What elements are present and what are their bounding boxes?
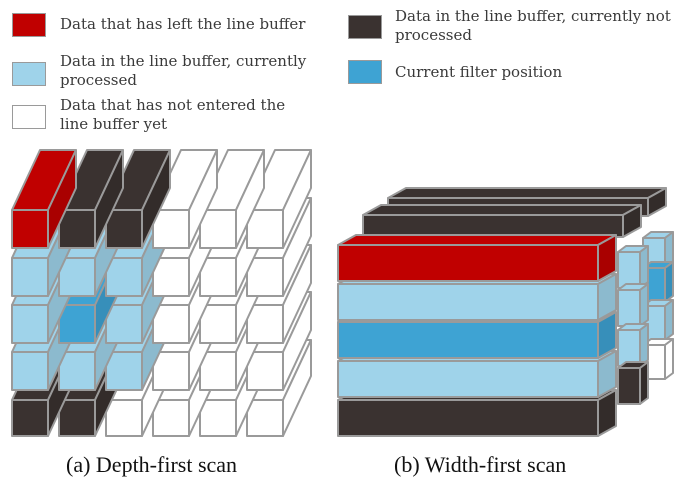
depth-cell-r2-c4-front xyxy=(199,304,237,344)
legend-swatch-blue xyxy=(348,60,382,84)
depth-cell-r2-c5-front xyxy=(246,304,284,344)
depth-cell-r1-c2-front xyxy=(105,257,143,297)
width-right-near-0-side xyxy=(639,245,649,289)
width-front-bar-4-front xyxy=(337,399,599,437)
depth-cell-r3-c3-front xyxy=(152,351,190,391)
width-right-near-3 xyxy=(617,361,649,405)
depth-cell-r1-c1-front xyxy=(58,257,96,297)
width-front-bar-0 xyxy=(337,234,617,282)
legend-swatch-white xyxy=(12,105,46,129)
legend-swatch-dark xyxy=(348,15,382,39)
depth-cell-r3-c1-front xyxy=(58,351,96,391)
depth-cell-r3-c4-front xyxy=(199,351,237,391)
depth-cell-r0-c4 xyxy=(199,149,265,249)
depth-cell-r0-c3-front xyxy=(152,209,190,249)
width-front-bar-2-front xyxy=(337,321,599,359)
depth-cell-r0-c5-front xyxy=(246,209,284,249)
legend-label-in-buffer-not-processed: Data in the line buffer, currently not p… xyxy=(395,7,671,44)
width-right-far-1-side xyxy=(664,261,674,303)
width-back-bar-2 xyxy=(362,204,642,238)
depth-cell-r0-c3 xyxy=(152,149,218,249)
width-right-near-0-front xyxy=(617,251,641,289)
width-right-far-2-side xyxy=(664,299,674,341)
legend-swatch-red xyxy=(12,13,46,37)
depth-first-diagram xyxy=(11,149,312,437)
depth-cell-r2-c0-front xyxy=(11,304,49,344)
depth-cell-r2-c1-front xyxy=(58,304,96,344)
width-front-bar-3-front xyxy=(337,360,599,398)
caption-depth-first: (a) Depth-first scan xyxy=(66,452,238,477)
depth-cell-r0-c2-front xyxy=(105,209,143,249)
legend-swatch-light-blue xyxy=(12,62,46,86)
depth-cell-r1-c0-front xyxy=(11,257,49,297)
caption-width-first: (b) Width-first scan xyxy=(394,452,567,477)
depth-cell-r0-c0-front xyxy=(11,209,49,249)
width-front-bar-0-top xyxy=(337,234,617,246)
width-right-near-2-front xyxy=(617,329,641,367)
width-back-bar-3-top xyxy=(387,187,667,199)
depth-cell-r0-c2 xyxy=(105,149,171,249)
width-right-near-1-side xyxy=(639,283,649,327)
depth-cell-r4-c0-front xyxy=(11,399,49,437)
depth-cell-r4-c2-front xyxy=(105,399,143,437)
depth-cell-r4-c4-front xyxy=(199,399,237,437)
depth-cell-r2-c3-front xyxy=(152,304,190,344)
width-right-near-3-side xyxy=(639,361,649,405)
depth-cell-r3-c0-front xyxy=(11,351,49,391)
width-right-near-0 xyxy=(617,245,649,289)
depth-cell-r3-c5-front xyxy=(246,351,284,391)
depth-cell-r2-c2-front xyxy=(105,304,143,344)
depth-cell-r1-c3-front xyxy=(152,257,190,297)
depth-cell-r1-c4-front xyxy=(199,257,237,297)
width-front-bar-0-front xyxy=(337,244,599,282)
depth-cell-r0-c5 xyxy=(246,149,312,249)
depth-cell-r4-c1-front xyxy=(58,399,96,437)
width-right-near-2 xyxy=(617,323,649,367)
width-right-near-1 xyxy=(617,283,649,327)
width-right-near-1-front xyxy=(617,289,641,327)
depth-cell-r4-c3-front xyxy=(152,399,190,437)
depth-cell-r0-c4-front xyxy=(199,209,237,249)
width-right-far-3-side xyxy=(664,338,674,380)
depth-cell-r3-c2-front xyxy=(105,351,143,391)
depth-cell-r0-c0 xyxy=(11,149,77,249)
legend-label-in-buffer-processed: Data in the line buffer, currently proce… xyxy=(60,52,307,89)
legend-label-filter-position: Current filter position xyxy=(395,63,563,81)
width-front-bar-1-front xyxy=(337,283,599,321)
width-first-diagram xyxy=(337,187,674,437)
legend-label-not-entered: Data that has not entered the line buffe… xyxy=(60,96,286,133)
depth-cell-r0-c1 xyxy=(58,149,124,249)
depth-cell-r1-c5-front xyxy=(246,257,284,297)
width-right-near-3-front xyxy=(617,367,641,405)
width-back-bar-2-front xyxy=(362,214,624,238)
legend-label-left-out: Data that has left the line buffer xyxy=(60,15,306,33)
depth-cell-r0-c1-front xyxy=(58,209,96,249)
depth-cell-r4-c5-front xyxy=(246,399,284,437)
width-right-near-2-side xyxy=(639,323,649,367)
width-back-bar-2-top xyxy=(362,204,642,216)
